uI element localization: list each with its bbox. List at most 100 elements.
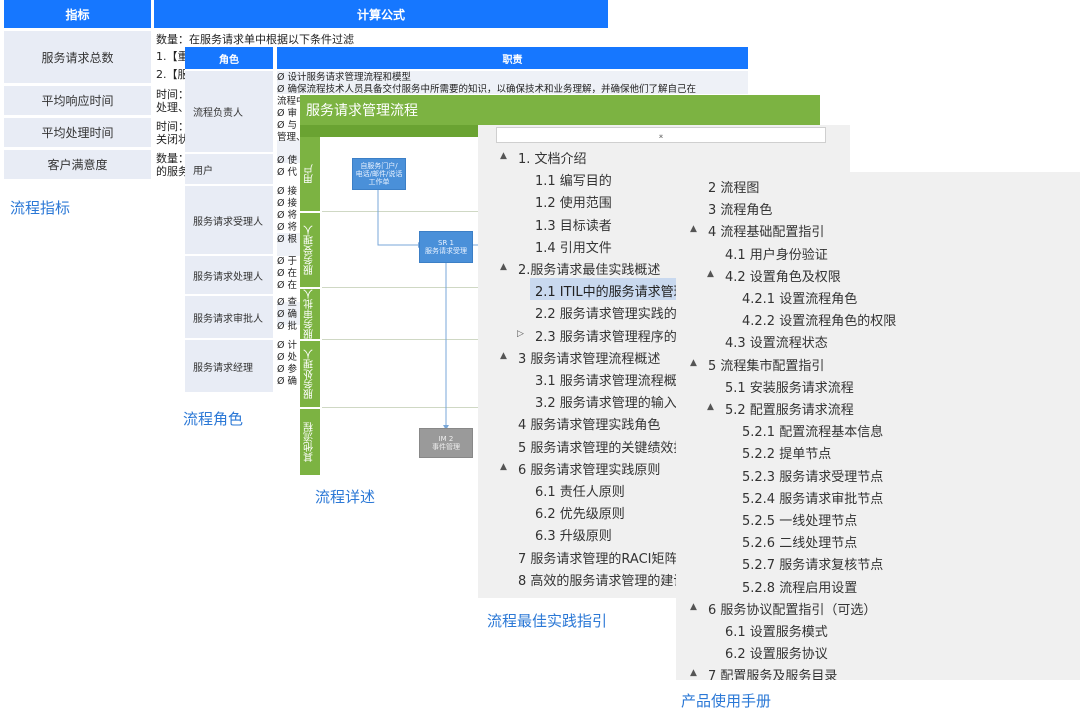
duty-line: Ø 确 — [277, 309, 297, 320]
expand-toggle-icon[interactable]: ▲ — [500, 461, 507, 472]
duty-line: Ø 根 — [277, 234, 297, 245]
expand-toggle-icon[interactable]: ▲ — [690, 668, 697, 679]
toc-item[interactable]: 3 流程角色 — [708, 203, 773, 219]
flow-node-accept[interactable]: SR 1 服务请求受理 — [419, 231, 473, 263]
role-label: 服务请求经理 — [185, 340, 273, 392]
duty-line: Ø 接 — [277, 198, 297, 209]
duty-line: Ø 批 — [277, 321, 297, 332]
duty-line: Ø 使 — [277, 155, 297, 166]
toc-item[interactable]: 6.1 设置服务模式 — [725, 625, 828, 640]
toc-item[interactable]: 5 服务请求管理的关键绩效指标 — [518, 440, 700, 456]
toc-item[interactable]: 4.2.1 设置流程角色 — [742, 292, 858, 307]
toc-item[interactable]: 5.1 安装服务请求流程 — [725, 380, 854, 396]
toc-item[interactable]: 3.2 服务请求管理的输入/输出 — [535, 396, 708, 412]
caption-metrics: 流程指标 — [10, 199, 71, 217]
toc-item[interactable]: 1.1 编写目的 — [535, 174, 612, 190]
formula-text: 1.【重 — [156, 50, 189, 63]
toc-item[interactable]: 2.3 服务请求管理程序的价值 — [535, 329, 703, 345]
toc-item[interactable]: 8 高效的服务请求管理的建议 — [518, 573, 687, 589]
role-label: 服务请求处理人 — [185, 256, 273, 294]
metric-column-header: 指标 — [4, 0, 151, 28]
duty-line: Ø 在 — [277, 268, 297, 279]
toc-item[interactable]: 2.1 ITIL中的服务请求管理 — [535, 285, 687, 301]
toc-item[interactable]: 4 流程基础配置指引 — [708, 225, 825, 241]
duty-line: Ø 于 — [277, 256, 297, 267]
expand-toggle-icon[interactable]: ▷ — [517, 328, 524, 339]
toc-item[interactable]: 6.2 设置服务协议 — [725, 647, 828, 663]
duty-line: Ø 处 — [277, 352, 297, 363]
toc-item[interactable]: 2 流程图 — [708, 181, 760, 196]
duty-line: Ø 确 — [277, 376, 297, 387]
duty-line: Ø 查 — [277, 297, 297, 308]
toc-item[interactable]: 7 服务请求管理的RACI矩阵 — [518, 551, 678, 567]
formula-text: 数量：在服务请求单中根据以下条件过滤 — [156, 33, 354, 46]
manual-card: 2 流程图 3 流程角色 ▲ 4 流程基础配置指引 4.1 用户身份验证 ▲ 4.2 设置角… — [676, 172, 1080, 680]
role-label: 流程负责人 — [185, 71, 273, 152]
duty-column-header: 职责 — [277, 47, 748, 69]
formula-text: 处理、 — [156, 101, 186, 114]
toc-item[interactable]: 4 服务请求管理实践角色 — [518, 418, 661, 434]
expand-toggle-icon[interactable]: ▲ — [707, 402, 714, 412]
toc-selection-highlight — [530, 278, 682, 300]
caption-manual: 产品使用手册 — [681, 692, 772, 710]
toc-item[interactable]: 7 配置服务及服务目录 — [708, 669, 838, 680]
flow-node-submit[interactable]: 自服务门户/ 电话/邮件/说话 工作单 — [352, 158, 406, 190]
expand-toggle-icon[interactable]: ▲ — [500, 262, 507, 272]
role-label: 服务请求审批人 — [185, 296, 273, 338]
toc-item[interactable]: 1.2 使用范围 — [535, 196, 612, 212]
duty-line: Ø 审 — [277, 108, 297, 119]
formula-text: 2.【服 — [156, 68, 189, 81]
toc-item[interactable]: 6.2 优先级原则 — [535, 507, 625, 523]
expand-toggle-icon[interactable]: ▲ — [500, 151, 507, 161]
duty-line: 流程中 — [277, 96, 306, 107]
toc-item[interactable]: 3 服务请求管理流程概述 — [518, 351, 661, 367]
toc-item[interactable]: 5.2.3 服务请求受理节点 — [742, 469, 884, 485]
toc-item[interactable]: 5.2.5 一线处理节点 — [742, 514, 858, 529]
expand-toggle-icon[interactable]: ▲ — [690, 601, 697, 612]
duty-line: Ø 参 — [277, 364, 297, 375]
toc-item[interactable]: 3.1 服务请求管理流程概述 — [535, 374, 690, 389]
toc-item[interactable]: 4.1 用户身份验证 — [725, 247, 828, 263]
metric-row-label: 平均响应时间 — [4, 86, 151, 115]
toc-item[interactable]: 5.2.1 配置流程基本信息 — [742, 425, 884, 441]
toc-item[interactable]: 6 服务协议配置指引（可选） — [708, 602, 877, 618]
toc-item[interactable]: 4.2 设置角色及权限 — [725, 269, 841, 285]
formula-text: 关闭状 — [156, 133, 186, 146]
toc-item[interactable]: 2.2 服务请求管理实践的价值 — [535, 307, 703, 323]
toc-item[interactable]: 4.2.2 设置流程角色的权限 — [742, 314, 897, 330]
toc-item[interactable]: 5.2.2 提单节点 — [742, 447, 832, 463]
toc-item[interactable]: 6 服务请求管理实践原则 — [518, 462, 661, 478]
toc-item[interactable]: 1. 文档介绍 — [518, 152, 587, 167]
role-column-header: 角色 — [185, 47, 273, 69]
expand-toggle-icon[interactable]: ▲ — [690, 357, 697, 368]
toc-item[interactable]: 5.2.8 流程启用设置 — [742, 580, 858, 596]
toc-item[interactable]: 1.3 目标读者 — [535, 218, 612, 234]
duty-line: Ø 将 — [277, 210, 297, 221]
toc-collapse-bar[interactable]: ⌅ — [496, 127, 826, 143]
expand-toggle-icon[interactable]: ▲ — [500, 350, 507, 361]
process-title: 服务请求管理流程 — [300, 95, 820, 125]
flow-node-incident[interactable]: IM 2 事件管理 — [419, 428, 473, 458]
duty-line: Ø 接 — [277, 186, 297, 197]
caption-best-practice: 流程最佳实践指引 — [487, 612, 608, 630]
toc-item[interactable]: 6.1 责任人原则 — [535, 485, 625, 500]
toc-item[interactable]: 2.服务请求最佳实践概述 — [518, 263, 661, 278]
role-label: 用户 — [185, 154, 273, 184]
toc-item[interactable]: 6.3 升级原则 — [535, 529, 612, 545]
toc-item[interactable]: 5 流程集市配置指引 — [708, 358, 825, 374]
expand-toggle-icon[interactable]: ▲ — [690, 224, 697, 235]
metric-row-label: 平均处理时间 — [4, 118, 151, 147]
metric-row-label: 服务请求总数 — [4, 31, 151, 83]
expand-toggle-icon[interactable]: ▲ — [707, 268, 714, 279]
toc-item[interactable]: 4.3 设置流程状态 — [725, 336, 828, 352]
duty-line: Ø 与 — [277, 120, 297, 131]
toc-item[interactable]: 5.2.7 服务请求复核节点 — [742, 558, 884, 574]
toc-item[interactable]: 5.2.4 服务请求审批节点 — [742, 491, 884, 507]
toc-item[interactable]: 1.4 引用文件 — [535, 240, 612, 256]
formula-text: 时间： — [156, 88, 186, 101]
toc-item[interactable]: 5.2 配置服务请求流程 — [725, 403, 854, 418]
toc-item[interactable]: 5.2.6 二线处理节点 — [742, 536, 858, 552]
caption-roles: 流程角色 — [183, 410, 244, 428]
duty-line: Ø 将 — [277, 222, 297, 233]
formula-column-header: 计算公式 — [154, 0, 608, 28]
